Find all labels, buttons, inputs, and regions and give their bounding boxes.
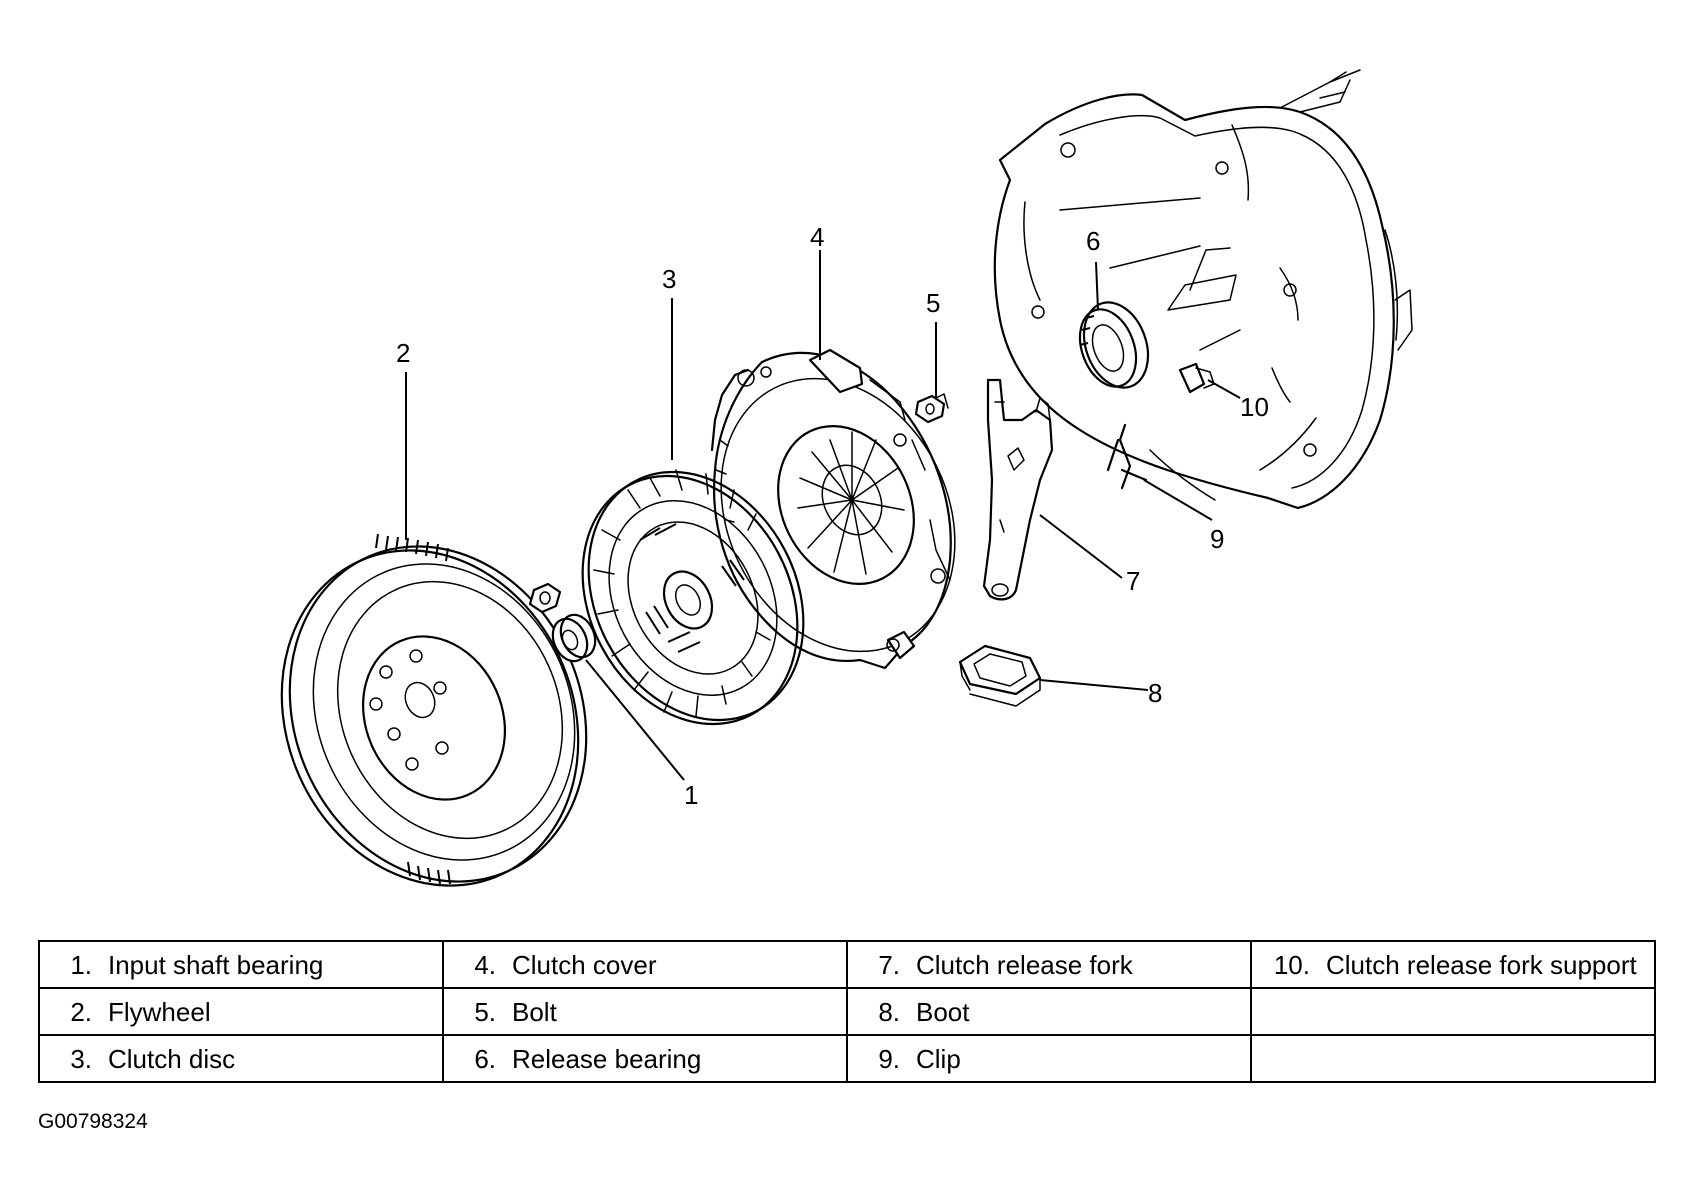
legend-label: Clutch cover	[512, 949, 657, 980]
legend-cell: 3. Clutch disc	[38, 1034, 444, 1083]
callout-8: 8	[1148, 678, 1162, 708]
legend-cell: 7. Clutch release fork	[846, 940, 1252, 989]
legend-cell: 2. Flywheel	[38, 987, 444, 1036]
legend-label: Boot	[916, 996, 970, 1027]
legend-label: Clutch release fork support	[1326, 949, 1637, 980]
legend-number: 5.	[474, 996, 496, 1027]
release-fork-support	[1178, 362, 1215, 394]
flywheel	[280, 533, 588, 887]
legend-number: 3.	[70, 1043, 92, 1074]
input-shaft-bearing	[528, 582, 597, 663]
clutch-release-fork	[982, 378, 1054, 601]
legend-row: 2. Flywheel 5. Bolt 8. Boot	[38, 987, 1656, 1036]
clutch-exploded-diagram: 1 2 3 4 5 6 7 8 9 10	[280, 69, 1413, 887]
legend-cell: 6. Release bearing	[442, 1034, 848, 1083]
leader-lines	[405, 250, 1241, 781]
release-bearing	[1078, 301, 1150, 389]
legend-row: 3. Clutch disc 6. Release bearing 9. Clip	[38, 1034, 1656, 1083]
legend-cell	[1250, 1034, 1656, 1083]
legend-cell: 1. Input shaft bearing	[38, 940, 444, 989]
legend-cell: 10. Clutch release fork support	[1250, 940, 1656, 989]
clutch-cover	[710, 348, 956, 670]
legend-number: 6.	[474, 1043, 496, 1074]
callout-6: 6	[1086, 226, 1100, 256]
legend-cell: 9. Clip	[846, 1034, 1252, 1083]
legend-cell	[1250, 987, 1656, 1036]
figure-code: G00798324	[38, 1110, 148, 1133]
legend-number: 8.	[878, 996, 900, 1027]
legend-label: Clutch disc	[108, 1043, 236, 1074]
callout-4: 4	[810, 222, 824, 252]
callout-10: 10	[1240, 392, 1269, 422]
legend-number: 2.	[70, 996, 92, 1027]
callout-1: 1	[684, 780, 698, 810]
legend-number: 10.	[1273, 949, 1310, 980]
callout-5: 5	[926, 288, 940, 318]
boot	[958, 644, 1042, 707]
bolt	[914, 393, 949, 424]
legend-number: 7.	[878, 949, 900, 980]
legend-label: Release bearing	[512, 1043, 702, 1074]
clutch-disc	[581, 469, 805, 726]
callout-7: 7	[1126, 566, 1140, 596]
callout-2: 2	[396, 338, 410, 368]
legend-number: 4.	[474, 949, 496, 980]
legend-cell: 8. Boot	[846, 987, 1252, 1036]
legend-label: Flywheel	[108, 996, 211, 1027]
callout-9: 9	[1210, 524, 1224, 554]
legend-number: 9.	[878, 1043, 900, 1074]
legend-number: 1.	[70, 949, 92, 980]
legend-label: Input shaft bearing	[108, 949, 324, 980]
legend-cell: 4. Clutch cover	[442, 940, 848, 989]
callout-3: 3	[662, 264, 676, 294]
legend-label: Clutch release fork	[916, 949, 1133, 980]
legend-cell: 5. Bolt	[442, 987, 848, 1036]
transmission-housing	[993, 69, 1413, 510]
legend-label: Clip	[916, 1043, 961, 1074]
legend-row: 1. Input shaft bearing 4. Clutch cover 7. C…	[38, 940, 1656, 989]
legend-label: Bolt	[512, 996, 557, 1027]
parts-legend-table: 1. Input shaft bearing 4. Clutch cover 7. C…	[38, 940, 1656, 1083]
